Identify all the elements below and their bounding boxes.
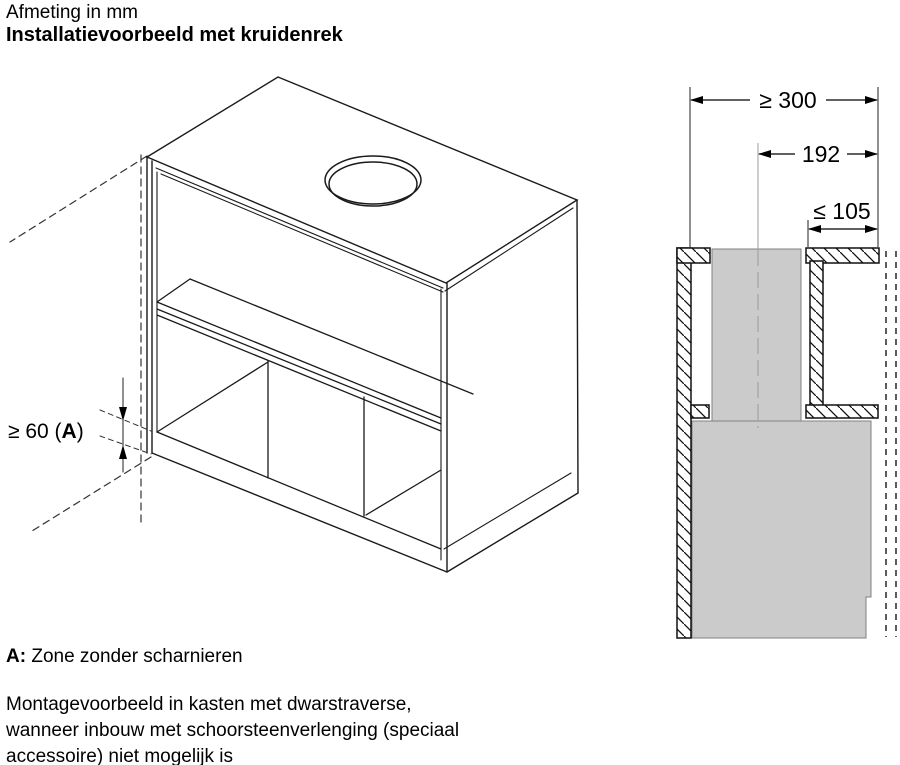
dimension-min300 xyxy=(690,96,878,104)
legend-key: A: xyxy=(6,646,27,667)
dimension-max105 xyxy=(808,225,878,233)
legend-text: Zone zonder scharnieren xyxy=(26,646,243,667)
dimension-label-192: 192 xyxy=(802,141,840,167)
page-subtitle: Afmeting in mm xyxy=(6,2,138,23)
left-top-flange xyxy=(676,247,711,264)
cabinet-top-face xyxy=(145,76,579,284)
hood-body xyxy=(691,248,872,639)
legend-note: A: Zone zonder scharnieren xyxy=(6,646,459,668)
right-wall xyxy=(809,260,824,408)
dimension-label-hinge-zone: ≥ 60 (A) xyxy=(8,420,84,443)
right-top-flange xyxy=(805,247,880,264)
dimension-label-min300: ≥ 300 xyxy=(759,87,816,113)
arrow-up xyxy=(119,445,127,459)
cabinet-isometric xyxy=(9,76,579,573)
left-mid-flange xyxy=(690,404,710,419)
mounting-note-line1: Montagevoorbeeld in kasten met dwarstrav… xyxy=(6,694,412,715)
dimension-192 xyxy=(758,150,878,158)
right-mid-flange xyxy=(805,404,879,419)
title-block: Afmeting in mm Installatievoorbeeld met … xyxy=(6,2,343,47)
front-plane-dashed xyxy=(885,251,897,637)
mounting-note-line2: wanneer inbouw met schoorsteenverlenging… xyxy=(6,720,460,741)
arrow-down xyxy=(119,407,127,421)
dimension-label-max105: ≤ 105 xyxy=(813,198,870,224)
extension-lines xyxy=(689,87,879,247)
mounting-note-line3: accessoire) niet mogelijk is xyxy=(6,746,234,765)
shelf-traverse xyxy=(156,278,474,432)
hinge-zone-dimension xyxy=(99,377,152,473)
footer-block: A: Zone zonder scharnieren Montagevoorbe… xyxy=(6,646,459,765)
page-title: Installatievoorbeeld met kruidenrek xyxy=(6,24,343,46)
bottom-rail xyxy=(156,361,442,550)
cabinet-walls-hatched xyxy=(676,247,880,639)
left-wall xyxy=(676,247,692,639)
cross-section: ≥ 300 192 ≤ 105 xyxy=(676,87,897,639)
duct-hole xyxy=(324,155,422,207)
compartment-dividers xyxy=(267,360,365,517)
construction-dashed-lines xyxy=(9,154,152,532)
